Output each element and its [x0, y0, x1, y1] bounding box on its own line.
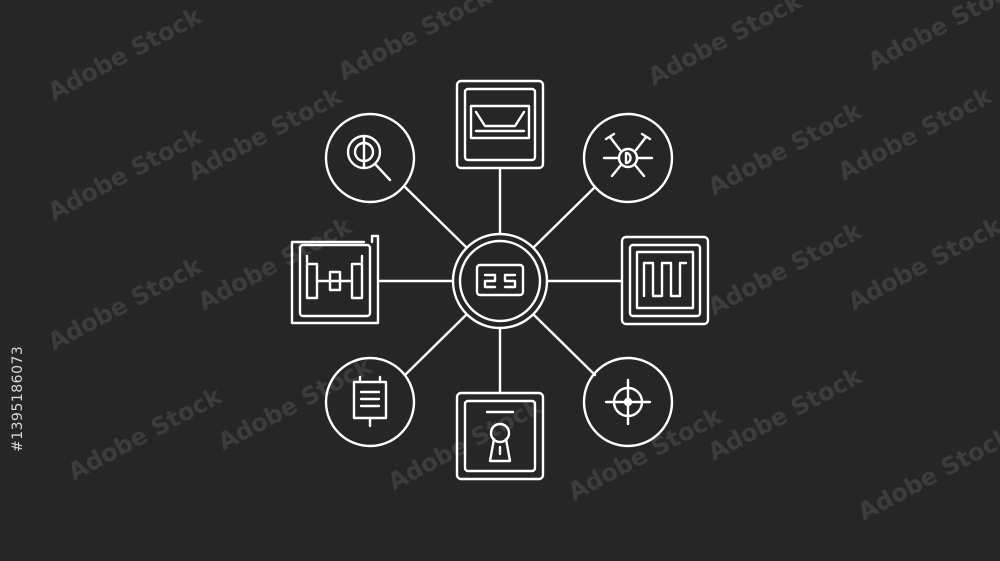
wave-signal-icon [635, 250, 695, 310]
document-sign-icon [352, 375, 388, 428]
node-top-left [324, 112, 416, 204]
axle-icon [305, 254, 364, 300]
crosshair-icon [604, 378, 652, 426]
node-bottom [455, 391, 545, 481]
node-top-right [582, 112, 674, 204]
keyhole-icon [485, 410, 515, 463]
center-node [451, 232, 549, 330]
mold-icon [469, 104, 531, 140]
connectors [378, 166, 624, 395]
magnifier-icon [346, 134, 392, 182]
node-top [455, 79, 545, 170]
node-right [620, 235, 710, 326]
node-bottom-left [324, 356, 416, 448]
node-left [290, 234, 380, 325]
connector-bottom-right [532, 313, 597, 377]
connector-top-right [532, 185, 597, 249]
connector-top-left [403, 185, 468, 249]
chip-icon [475, 263, 525, 297]
connector-bottom-left [403, 313, 468, 377]
node-bottom-right [582, 356, 674, 448]
wheel-hub-icon [602, 132, 654, 178]
